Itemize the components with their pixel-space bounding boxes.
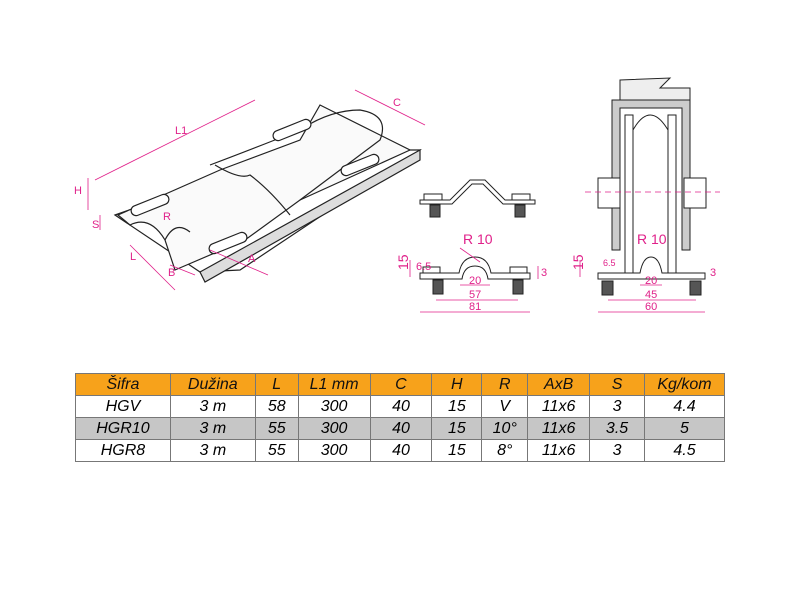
bolt-spacing-label-a: 57 bbox=[469, 289, 481, 301]
cell: 11x6 bbox=[527, 417, 591, 440]
cell: 11x6 bbox=[527, 395, 591, 418]
label-a: A bbox=[248, 253, 256, 265]
header-l: L bbox=[254, 373, 299, 396]
cell: 55 bbox=[254, 439, 299, 462]
cell: 40 bbox=[369, 417, 433, 440]
label-b: B bbox=[168, 267, 175, 279]
offset-label-a: 6.5 bbox=[416, 261, 431, 273]
cell: 4.5 bbox=[644, 439, 725, 462]
header-r: R bbox=[481, 373, 529, 396]
header-sifra: Šifra bbox=[75, 373, 171, 396]
cell: 4.4 bbox=[644, 395, 725, 418]
header-s: S bbox=[589, 373, 645, 396]
cell: 3 bbox=[589, 439, 645, 462]
width-label-b: 60 bbox=[645, 301, 657, 313]
cell: 40 bbox=[369, 439, 433, 462]
cell: 300 bbox=[297, 417, 371, 440]
label-l: L bbox=[130, 251, 136, 263]
section-drawing-a: R 10 15 6.5 3 20 57 81 bbox=[395, 179, 547, 313]
product-spec-table: Šifra Dužina L L1 mm C H R AxB S Kg/kom … bbox=[75, 373, 725, 462]
header-h: H bbox=[431, 373, 483, 396]
cell: 3 bbox=[589, 395, 645, 418]
isometric-rail-drawing bbox=[113, 104, 422, 283]
cell: 3 m bbox=[169, 417, 256, 440]
cell: HGV bbox=[75, 395, 171, 418]
cell: 3 m bbox=[169, 439, 256, 462]
isometric-dimension-lines bbox=[87, 89, 426, 291]
label-s: S bbox=[92, 219, 99, 231]
cell: 3.5 bbox=[589, 417, 645, 440]
label-c: C bbox=[393, 97, 401, 109]
table-row: HGR8 3 m 55 300 40 15 8° 11x6 3 4.5 bbox=[75, 439, 725, 462]
width-label-a: 81 bbox=[469, 301, 481, 313]
cell: 10° bbox=[481, 417, 529, 440]
header-axb: AxB bbox=[527, 373, 591, 396]
offset-label-b: 6.5 bbox=[603, 258, 616, 268]
cell: HGR10 bbox=[75, 417, 171, 440]
height-label-a: 15 bbox=[395, 254, 411, 270]
cell: HGR8 bbox=[75, 439, 171, 462]
cell: 55 bbox=[254, 417, 299, 440]
label-r: R bbox=[163, 211, 171, 223]
cell: 5 bbox=[644, 417, 725, 440]
cell: 40 bbox=[369, 395, 433, 418]
cell: V bbox=[481, 395, 529, 418]
table-header-row: Šifra Dužina L L1 mm C H R AxB S Kg/kom bbox=[75, 373, 725, 396]
section-drawing-b: R 10 15 6.5 3 20 45 60 bbox=[570, 77, 720, 313]
cell: 3 m bbox=[169, 395, 256, 418]
cell: 15 bbox=[431, 417, 483, 440]
bolt-spacing-label-b: 45 bbox=[645, 289, 657, 301]
header-kg: Kg/kom bbox=[644, 373, 725, 396]
inner-label-a: 20 bbox=[469, 275, 481, 287]
cell: 11x6 bbox=[527, 439, 591, 462]
header-duzina: Dužina bbox=[169, 373, 256, 396]
thickness-label-a: 3 bbox=[541, 267, 547, 279]
height-label-b: 15 bbox=[570, 254, 586, 270]
inner-label-b: 20 bbox=[645, 275, 657, 287]
thickness-label-b: 3 bbox=[710, 267, 716, 279]
isometric-labels: L1 C H S R L B A bbox=[74, 97, 401, 279]
cell: 8° bbox=[481, 439, 529, 462]
cell: 15 bbox=[431, 395, 483, 418]
cell: 58 bbox=[254, 395, 299, 418]
table-row: HGR10 3 m 55 300 40 15 10° 11x6 3.5 5 bbox=[75, 417, 725, 440]
header-l1: L1 mm bbox=[297, 373, 371, 396]
cell: 300 bbox=[297, 439, 371, 462]
table-row: HGV 3 m 58 300 40 15 V 11x6 3 4.4 bbox=[75, 395, 725, 418]
label-l1: L1 bbox=[175, 125, 187, 137]
technical-drawing: L1 C H S R L B A R 10 15 6.5 3 20 57 81 bbox=[74, 77, 720, 313]
label-h: H bbox=[74, 185, 82, 197]
radius-label-a: R 10 bbox=[463, 231, 493, 247]
cell: 15 bbox=[431, 439, 483, 462]
cell: 300 bbox=[297, 395, 371, 418]
header-c: C bbox=[369, 373, 433, 396]
radius-label-b: R 10 bbox=[637, 231, 667, 247]
